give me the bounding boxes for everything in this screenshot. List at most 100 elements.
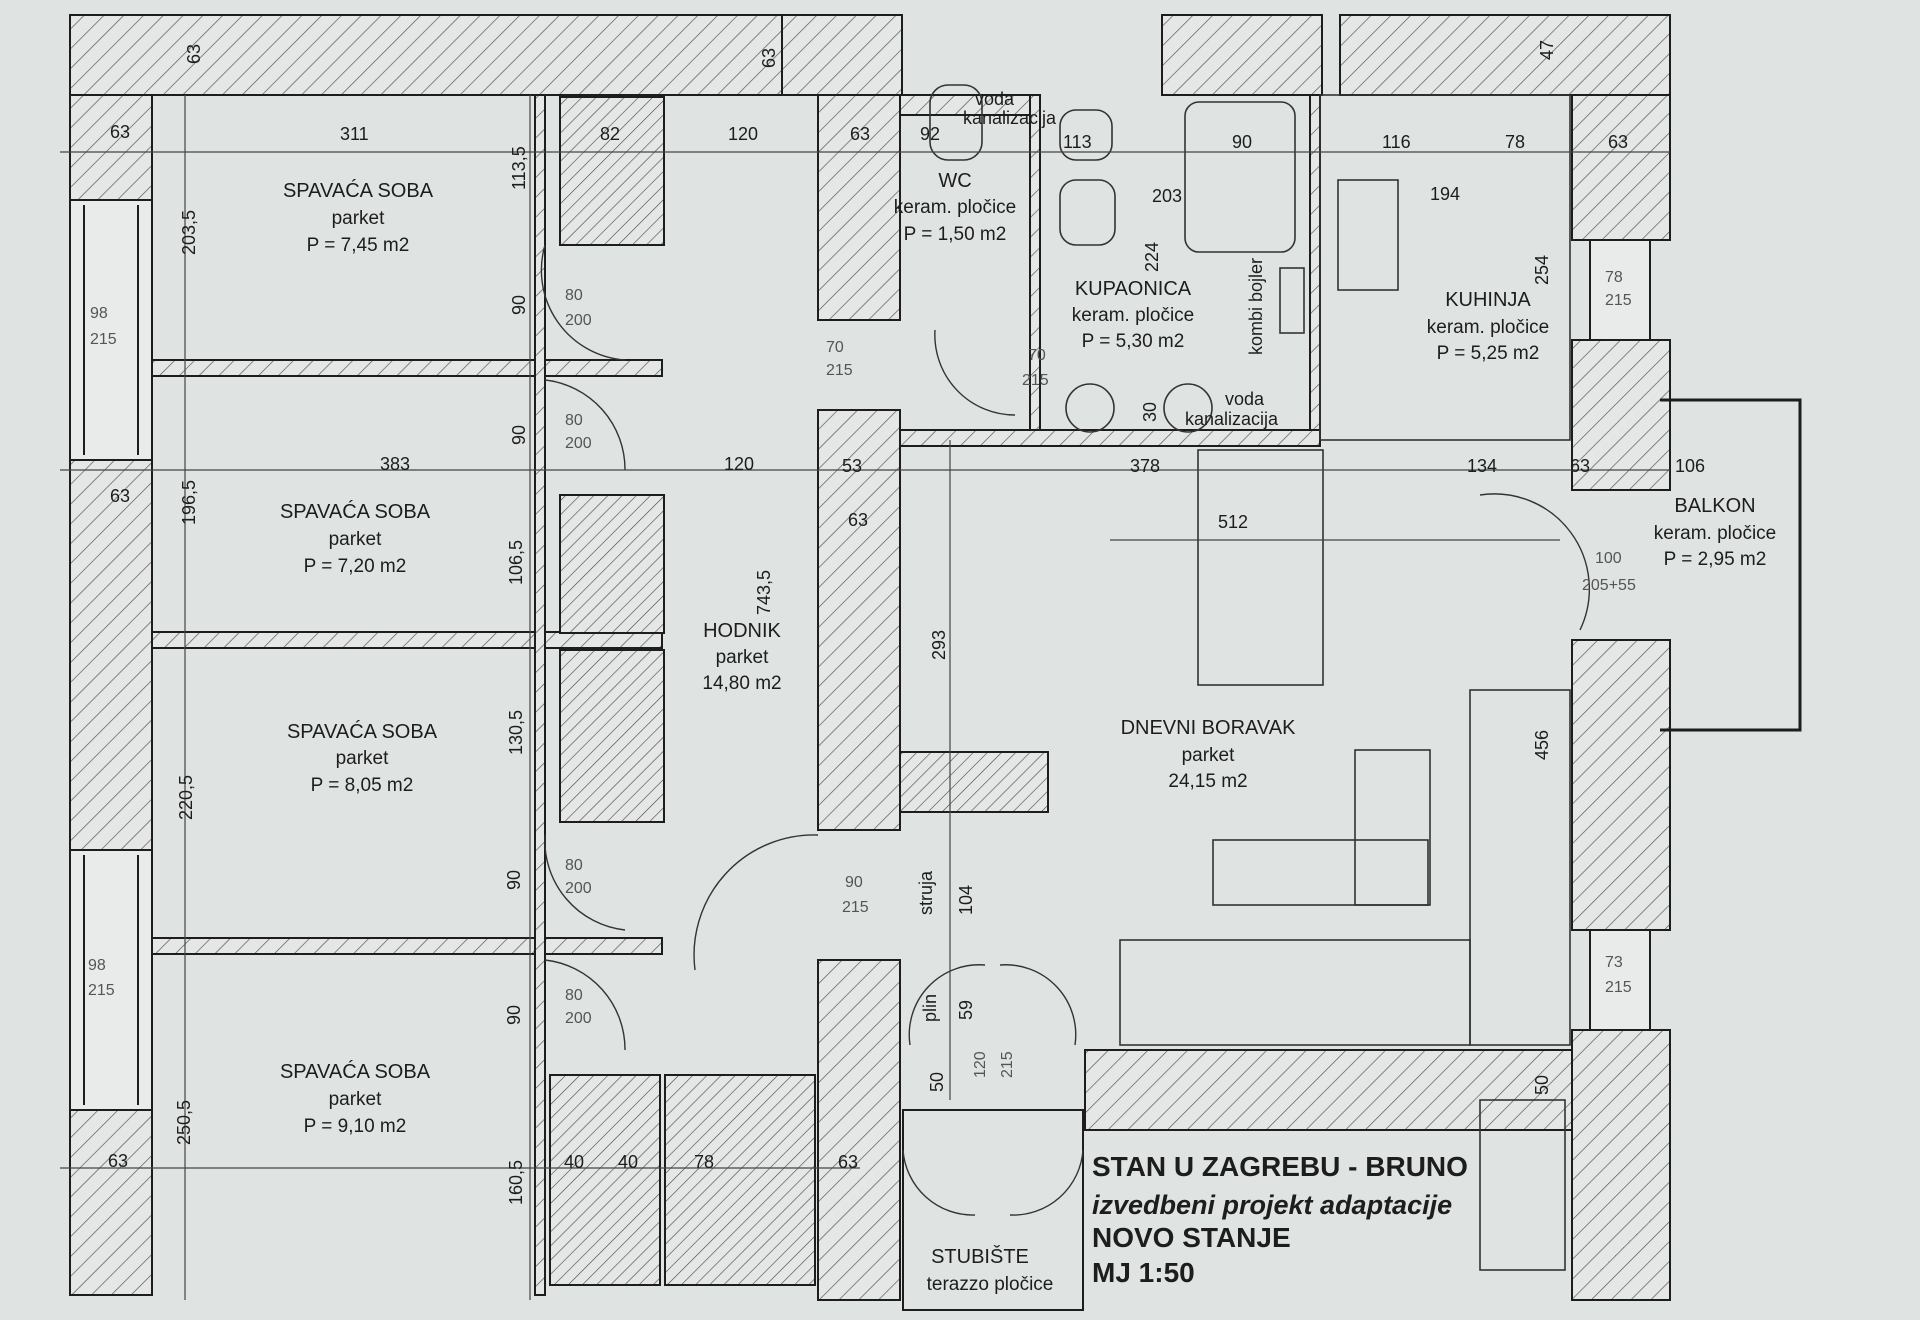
dim-label: 196,5 — [179, 480, 199, 525]
room-floor: parket — [716, 647, 770, 668]
sewer-label-2: kanalizacija — [1185, 409, 1279, 429]
room-area: 24,15 m2 — [1168, 771, 1247, 792]
room-floor: parket — [332, 208, 386, 229]
window-width: 98 — [88, 957, 106, 974]
dim-label: 120 — [728, 124, 758, 144]
room-floor: keram. pločice — [1654, 523, 1777, 544]
room-floor: keram. pločice — [1072, 305, 1195, 326]
dim-label: 134 — [1467, 456, 1497, 476]
room-name: SPAVAĆA SOBA — [280, 500, 431, 523]
door-height: 215 — [826, 362, 853, 379]
dim-label: 63 — [759, 48, 779, 68]
window-height: 215 — [90, 331, 117, 348]
room-label-bathroom: KUPAONICA keram. pločice P = 5,30 m2 — [1072, 278, 1195, 352]
core-dimensions: 53 63 293 104 59 50 224 203 194 254 30 3… — [842, 184, 1705, 1095]
dim-label: 113 — [1063, 132, 1092, 152]
dim-label: 293 — [929, 630, 949, 660]
water-label-2: voda — [1225, 389, 1265, 409]
dim-label: 311 — [340, 124, 369, 144]
interior-walls — [151, 94, 1573, 1301]
door-swings — [540, 244, 1591, 1216]
room-label-bedroom-4: SPAVAĆA SOBA parket P = 9,10 m2 — [280, 1060, 431, 1137]
dim-label: 63 — [838, 1152, 858, 1172]
dim-label: 50 — [1532, 1075, 1552, 1095]
room-area: P = 2,95 m2 — [1664, 549, 1767, 570]
dim-label: 40 — [618, 1152, 638, 1172]
room-floor: keram. pločice — [1427, 317, 1550, 338]
door-height: 200 — [565, 312, 592, 329]
door-height: 205+55 — [1582, 577, 1636, 594]
door-height: 215 — [1022, 372, 1049, 389]
room-name: SPAVAĆA SOBA — [287, 720, 438, 743]
room-floor: terazzo pločice — [927, 1274, 1054, 1295]
room-area: 14,80 m2 — [702, 673, 781, 694]
dim-label: 120 — [724, 454, 754, 474]
door-width: 100 — [1595, 550, 1622, 567]
living-furniture — [1119, 449, 1571, 1271]
room-label-stairwell: STUBIŠTE terazzo pločice — [927, 1245, 1054, 1295]
sewer-label: kanalizacija — [963, 108, 1057, 128]
dim-label: 130,5 — [506, 710, 526, 755]
room-label-wc: WC keram. pločice P = 1,50 m2 — [894, 170, 1017, 245]
gas-label: plin — [920, 994, 940, 1022]
room-floor: parket — [329, 529, 383, 550]
window-width: 98 — [90, 305, 108, 322]
room-area: P = 5,30 m2 — [1082, 331, 1185, 352]
water-label: voda — [975, 89, 1015, 109]
room-name: DNEVNI BORAVAK — [1121, 717, 1297, 739]
dim-label: 220,5 — [176, 775, 196, 820]
dim-label: 90 — [1232, 132, 1252, 152]
dim-label: 53 — [842, 456, 862, 476]
dim-label: 378 — [1130, 456, 1160, 476]
door-width: 80 — [565, 857, 583, 874]
door-width: 90 — [845, 874, 863, 891]
dim-label: 63 — [110, 122, 130, 142]
room-label-bedroom-2: SPAVAĆA SOBA parket P = 7,20 m2 — [280, 500, 431, 577]
dim-label: 63 — [110, 486, 130, 506]
door-width: 70 — [826, 339, 844, 356]
door-width: 80 — [565, 287, 583, 304]
side-dimensions: 63 63 203,5 196,5 220,5 250,5 113,5 90 9… — [108, 146, 858, 1205]
door-width: 80 — [565, 412, 583, 429]
dim-label: 743,5 — [754, 570, 774, 615]
dim-label: 512 — [1218, 512, 1248, 532]
electricity-label: struja — [916, 870, 936, 915]
room-floor: parket — [336, 748, 390, 769]
title-line-2: izvedbeni projekt adaptacije — [1092, 1190, 1452, 1220]
title-line-4: MJ 1:50 — [1092, 1257, 1195, 1288]
dim-label: 78 — [1505, 132, 1525, 152]
window-height: 215 — [1605, 979, 1632, 996]
dim-label: 90 — [509, 295, 529, 315]
stairwell — [902, 1109, 1084, 1311]
room-label-kitchen: KUHINJA keram. pločice P = 5,25 m2 — [1427, 289, 1550, 364]
dim-label: 63 — [184, 44, 204, 64]
dim-label: 63 — [1608, 132, 1628, 152]
dim-label: 59 — [956, 1000, 976, 1020]
dim-label: 106 — [1675, 456, 1705, 476]
dim-label: 383 — [380, 454, 410, 474]
room-area: P = 7,45 m2 — [307, 235, 410, 256]
dim-label: 113,5 — [509, 146, 529, 190]
dimension-lines — [60, 95, 1670, 1300]
dim-label: 78 — [694, 1152, 714, 1172]
room-area: P = 7,20 m2 — [304, 556, 407, 577]
wardrobes — [549, 96, 1049, 1286]
dim-label: 160,5 — [506, 1160, 526, 1205]
room-area: P = 9,10 m2 — [304, 1116, 407, 1137]
dim-label: 116 — [1382, 132, 1411, 152]
fixtures — [929, 84, 1571, 441]
dim-label: 63 — [108, 1151, 128, 1171]
room-floor: parket — [329, 1089, 383, 1110]
door-width: 70 — [1028, 347, 1046, 364]
dim-label: 63 — [850, 124, 870, 144]
dim-label: 90 — [504, 1005, 524, 1025]
room-label-hallway: HODNIK parket 14,80 m2 — [702, 620, 781, 694]
dim-label: 90 — [509, 425, 529, 445]
room-name: KUHINJA — [1445, 289, 1531, 311]
dim-label: 92 — [920, 124, 940, 144]
dim-label: 254 — [1532, 255, 1552, 285]
dim-label: 250,5 — [174, 1100, 194, 1145]
dim-label: 82 — [600, 124, 620, 144]
dim-label: 224 — [1142, 242, 1162, 272]
